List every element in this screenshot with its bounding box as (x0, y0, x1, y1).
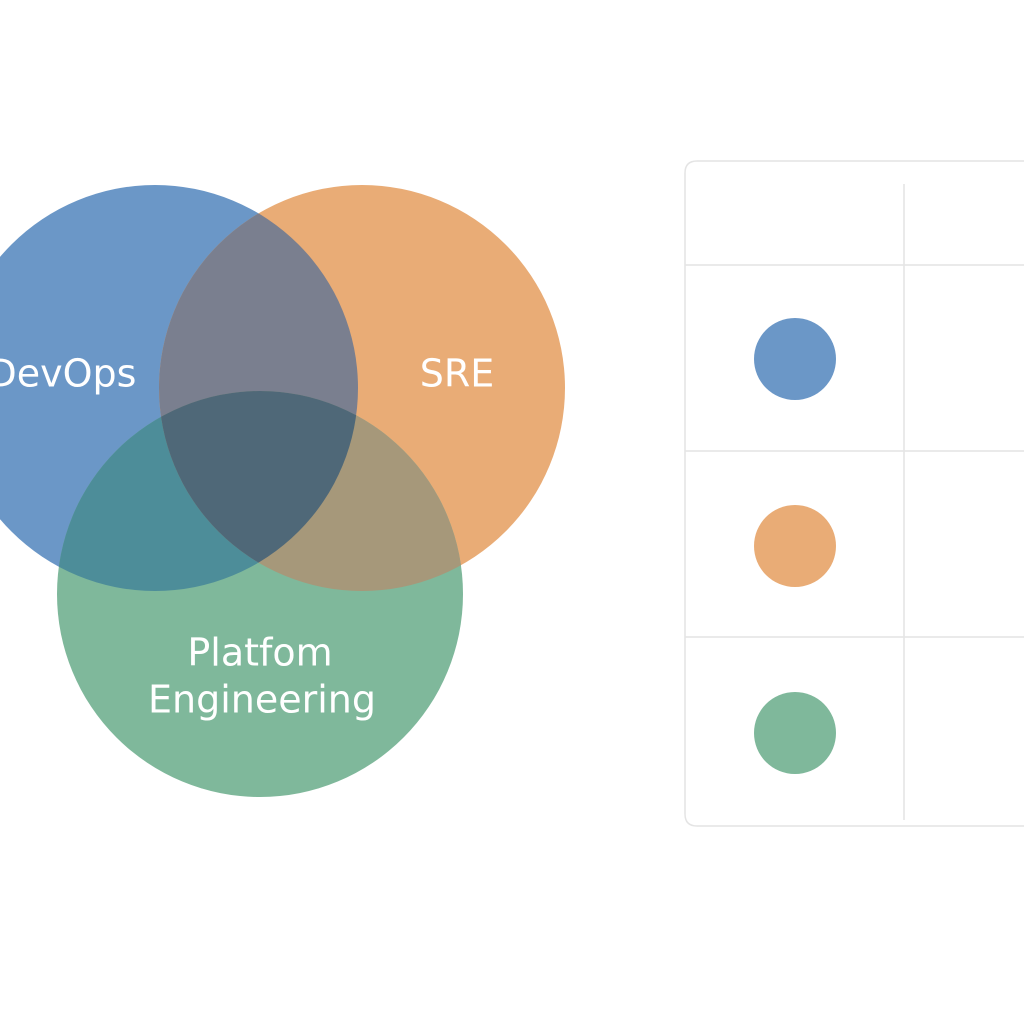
legend-panel (684, 160, 1024, 827)
devops-platform-overlap (57, 391, 358, 591)
platform-label-line-2: Engineering (148, 678, 376, 722)
sre-label: SRE (420, 352, 495, 396)
legend-swatch-platform (754, 692, 836, 774)
sre-platform-overlap (159, 391, 463, 591)
platform-label-line-1: Platfom (187, 631, 332, 675)
legend-panel-border (684, 160, 1024, 827)
legend-swatch-devops (754, 318, 836, 400)
devops-label: DevOps (0, 352, 136, 396)
legend-swatch-sre (754, 505, 836, 587)
